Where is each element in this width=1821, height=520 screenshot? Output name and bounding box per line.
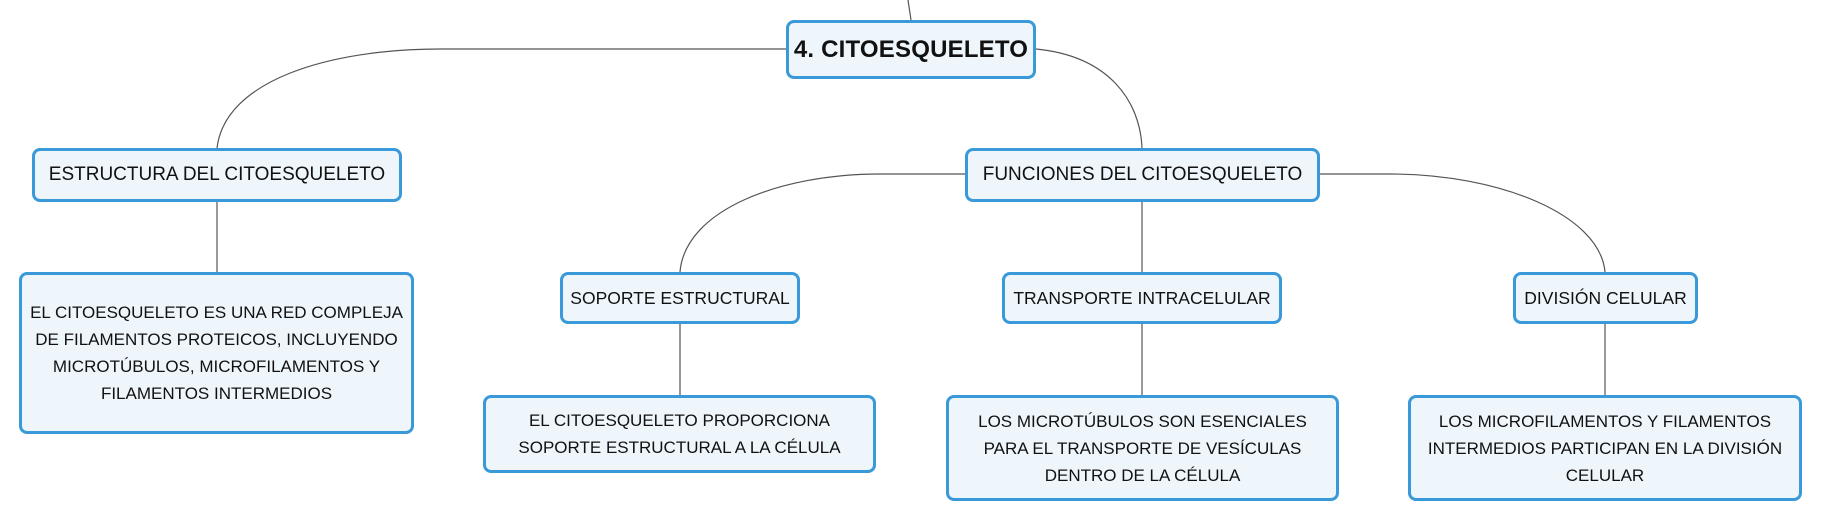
subtopic-label-division: DIVISIÓN CELULAR <box>1524 287 1687 308</box>
branch-label-funciones: FUNCIONES DEL CITOESQUELETO <box>982 164 1303 185</box>
subtopic-node-division[interactable]: DIVISIÓN CELULAR <box>1513 272 1698 324</box>
detail-text-transporte: LOS MICROTÚBULOS SON ESENCIALES PARA EL … <box>978 411 1307 485</box>
branch-label-estructura: ESTRUCTURA DEL CITOESQUELETO <box>48 164 386 185</box>
central-topic-label: 4. CITOESQUELETO <box>793 35 1029 63</box>
connector-funciones-to-soporte <box>679 173 965 273</box>
connector-funciones-to-division <box>1318 173 1606 273</box>
detail-node-division[interactable]: LOS MICROFILAMENTOS Y FILAMENTOS INTERME… <box>1408 395 1802 501</box>
branch-node-funciones[interactable]: FUNCIONES DEL CITOESQUELETO <box>965 148 1320 202</box>
connector-central-to-estructura <box>216 48 787 149</box>
detail-node-transporte[interactable]: LOS MICROTÚBULOS SON ESENCIALES PARA EL … <box>946 395 1339 501</box>
branch-node-estructura[interactable]: ESTRUCTURA DEL CITOESQUELETO <box>32 148 402 202</box>
detail-text-division: LOS MICROFILAMENTOS Y FILAMENTOS INTERME… <box>1427 411 1783 485</box>
detail-text-estructura: EL CITOESQUELETO ES UNA RED COMPLEJA DE … <box>30 303 403 403</box>
subtopic-node-transporte[interactable]: TRANSPORTE INTRACELULAR <box>1002 272 1282 324</box>
subtopic-label-transporte: TRANSPORTE INTRACELULAR <box>1013 287 1271 308</box>
detail-node-soporte[interactable]: EL CITOESQUELETO PROPORCIONA SOPORTE EST… <box>483 395 876 473</box>
connector-parent-to-central <box>907 0 912 21</box>
subtopic-label-soporte: SOPORTE ESTRUCTURAL <box>570 287 790 308</box>
subtopic-node-soporte[interactable]: SOPORTE ESTRUCTURAL <box>560 272 800 324</box>
detail-node-estructura[interactable]: EL CITOESQUELETO ES UNA RED COMPLEJA DE … <box>19 272 414 434</box>
central-topic-node[interactable]: 4. CITOESQUELETO <box>786 20 1036 79</box>
connector-central-to-funciones <box>1035 48 1143 149</box>
detail-text-soporte: EL CITOESQUELETO PROPORCIONA SOPORTE EST… <box>518 411 841 457</box>
